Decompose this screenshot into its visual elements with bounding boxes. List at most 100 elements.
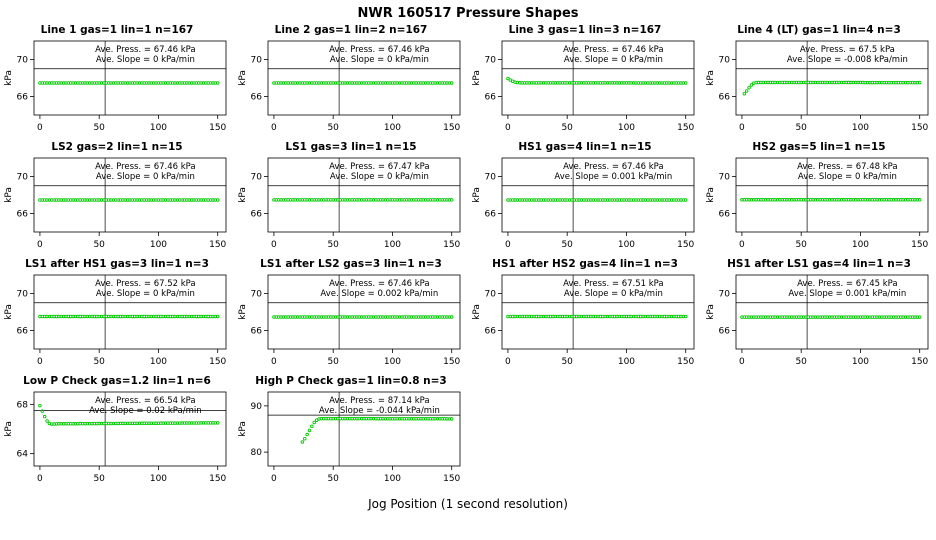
- svg-text:70: 70: [485, 56, 497, 66]
- svg-text:150: 150: [911, 123, 928, 133]
- svg-text:Ave. Slope = 0.02 kPa/min: Ave. Slope = 0.02 kPa/min: [89, 406, 201, 416]
- y-axis-title: kPa: [706, 187, 716, 203]
- svg-text:Ave. Press. = 67.46 kPa: Ave. Press. = 67.46 kPa: [563, 45, 664, 55]
- svg-text:0: 0: [37, 474, 43, 484]
- plot-box: [735, 274, 929, 350]
- svg-text:150: 150: [443, 357, 460, 367]
- series-points: [300, 416, 454, 444]
- svg-text:Ave. Press. = 67.5 kPa: Ave. Press. = 67.5 kPa: [800, 45, 895, 55]
- subplot-title: Line 1 gas=1 lin=1 n=167: [40, 24, 194, 36]
- plot-box: [735, 157, 929, 233]
- series-points: [272, 198, 454, 202]
- subplot-title: HS2 gas=5 lin=1 n=15: [752, 141, 886, 153]
- svg-text:90: 90: [251, 402, 263, 412]
- svg-text:0: 0: [37, 357, 43, 367]
- subplot-title: Line 2 gas=1 lin=2 n=167: [274, 24, 428, 36]
- figure-title: NWR 160517 Pressure Shapes: [357, 6, 579, 21]
- series-points: [506, 198, 688, 202]
- svg-text:100: 100: [852, 123, 869, 133]
- svg-text:70: 70: [17, 56, 29, 66]
- subplot-title: High P Check gas=1 lin=0.8 n=3: [255, 375, 447, 387]
- x-axis-label: Jog Position (1 second resolution): [368, 497, 568, 511]
- svg-text:150: 150: [443, 123, 460, 133]
- svg-text:100: 100: [150, 240, 167, 250]
- svg-text:50: 50: [561, 240, 573, 250]
- series-points: [740, 198, 922, 202]
- subplot-title: Low P Check gas=1.2 lin=1 n=6: [23, 375, 211, 387]
- svg-text:0: 0: [271, 474, 277, 484]
- y-axis-title: kPa: [472, 304, 482, 320]
- svg-text:Ave. Slope = 0 kPa/min: Ave. Slope = 0 kPa/min: [96, 55, 195, 65]
- svg-text:Ave. Press. = 67.46 kPa: Ave. Press. = 67.46 kPa: [329, 45, 430, 55]
- svg-text:50: 50: [327, 123, 339, 133]
- series-points: [272, 81, 454, 85]
- series-points: [38, 314, 220, 319]
- svg-text:100: 100: [150, 123, 167, 133]
- svg-text:100: 100: [384, 240, 401, 250]
- svg-text:66: 66: [251, 210, 263, 220]
- svg-text:50: 50: [795, 123, 807, 133]
- svg-text:150: 150: [209, 240, 226, 250]
- svg-text:66: 66: [17, 210, 29, 220]
- svg-text:100: 100: [618, 240, 635, 250]
- subplot-title: LS2 gas=2 lin=1 n=15: [51, 141, 183, 153]
- svg-text:0: 0: [505, 357, 511, 367]
- svg-text:Ave. Press. = 67.46 kPa: Ave. Press. = 67.46 kPa: [95, 162, 196, 172]
- series-points: [742, 80, 922, 96]
- svg-text:0: 0: [739, 240, 745, 250]
- plot-box: [33, 274, 227, 350]
- svg-text:66: 66: [485, 93, 497, 103]
- svg-text:50: 50: [93, 240, 105, 250]
- svg-text:Ave. Slope = 0 kPa/min: Ave. Slope = 0 kPa/min: [330, 55, 429, 65]
- svg-text:Ave. Press. = 67.46 kPa: Ave. Press. = 67.46 kPa: [95, 45, 196, 55]
- svg-text:0: 0: [739, 123, 745, 133]
- svg-text:100: 100: [618, 123, 635, 133]
- svg-text:150: 150: [209, 123, 226, 133]
- svg-text:Ave. Slope = 0 kPa/min: Ave. Slope = 0 kPa/min: [96, 172, 195, 182]
- svg-text:64: 64: [17, 450, 29, 460]
- svg-text:0: 0: [271, 240, 277, 250]
- svg-text:50: 50: [327, 357, 339, 367]
- plot-box: [267, 274, 461, 350]
- svg-text:Ave. Slope = 0 kPa/min: Ave. Slope = 0 kPa/min: [96, 289, 195, 299]
- series-points: [38, 403, 220, 426]
- svg-text:0: 0: [505, 123, 511, 133]
- svg-text:Ave. Slope = 0.001 kPa/min: Ave. Slope = 0.001 kPa/min: [554, 172, 672, 182]
- plot-box: [501, 40, 695, 116]
- svg-text:100: 100: [384, 123, 401, 133]
- svg-text:Ave. Slope = 0 kPa/min: Ave. Slope = 0 kPa/min: [798, 172, 897, 182]
- subplot-title: LS1 gas=3 lin=1 n=15: [285, 141, 417, 153]
- plot-box: [735, 40, 929, 116]
- y-axis-title: kPa: [4, 304, 14, 320]
